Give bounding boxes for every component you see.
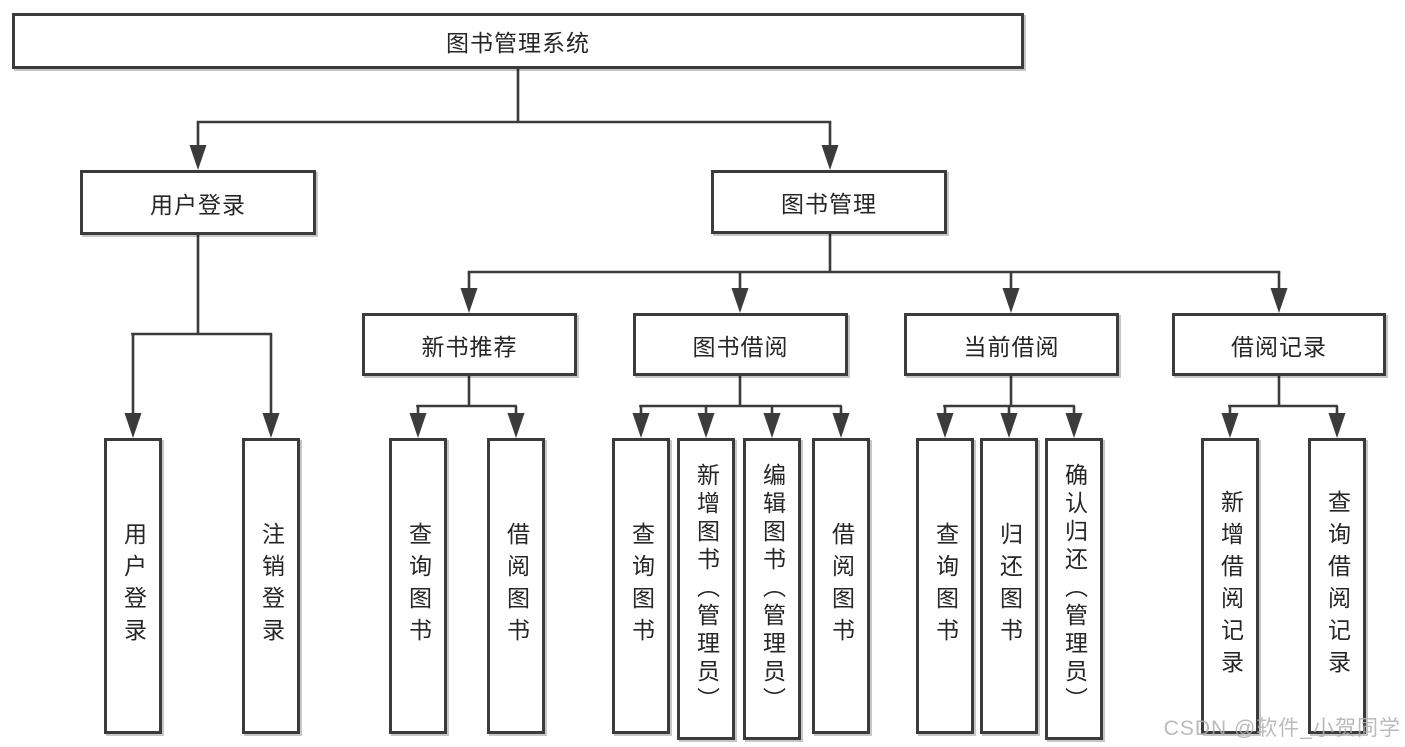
leaf-label: 借阅图书: [503, 522, 530, 650]
leaf-query-borrow-record: 查询借阅记录: [1308, 438, 1366, 734]
leaf-borrow-books-2: 借阅图书: [812, 438, 870, 734]
node-new-book-recommend: 新书推荐: [362, 313, 577, 376]
leaf-confirm-return-admin: 确认归还（管理员）: [1045, 438, 1103, 740]
leaf-user-login: 用户登录: [104, 438, 162, 734]
leaf-query-books-current: 查询图书: [916, 438, 974, 734]
node-library-system: 图书管理系统: [12, 13, 1024, 69]
node-current-borrow: 当前借阅: [904, 313, 1119, 376]
leaf-borrow-books-recommend: 借阅图书: [487, 438, 545, 734]
leaf-label: 编辑图书（管理员）: [759, 463, 786, 715]
node-borrow-records: 借阅记录: [1172, 313, 1386, 376]
node-book-borrow: 图书借阅: [633, 313, 848, 376]
leaf-add-book-admin: 新增图书（管理员）: [677, 438, 735, 740]
leaf-label: 查询借阅记录: [1324, 490, 1351, 682]
leaf-label: 用户登录: [120, 522, 147, 650]
leaf-query-books-recommend: 查询图书: [389, 438, 447, 734]
leaf-query-books-borrow: 查询图书: [612, 438, 670, 734]
leaf-label: 查询图书: [628, 522, 655, 650]
leaf-label: 新增借阅记录: [1217, 490, 1244, 682]
leaf-label: 查询图书: [932, 522, 959, 650]
leaf-label: 新增图书（管理员）: [693, 463, 720, 715]
leaf-label: 查询图书: [405, 522, 432, 650]
leaf-label: 归还图书: [996, 522, 1023, 650]
node-book-management: 图书管理: [711, 170, 947, 234]
node-label: 图书管理系统: [446, 30, 590, 56]
node-label: 用户登录: [150, 191, 246, 218]
leaf-edit-book-admin: 编辑图书（管理员）: [743, 438, 801, 740]
leaf-logout-login: 注销登录: [242, 438, 300, 734]
leaf-label: 借阅图书: [828, 522, 855, 650]
watermark: CSDN @软件_小贺同学: [1163, 717, 1401, 740]
node-label: 图书借阅: [692, 333, 789, 360]
leaf-label: 注销登录: [258, 522, 285, 650]
node-label: 借阅记录: [1231, 333, 1327, 360]
node-label: 新书推荐: [421, 333, 518, 360]
leaf-return-books: 归还图书: [980, 438, 1038, 734]
node-label: 图书管理: [781, 191, 877, 217]
node-user-login: 用户登录: [80, 170, 316, 235]
leaf-add-borrow-record: 新增借阅记录: [1201, 438, 1259, 734]
node-label: 当前借阅: [963, 333, 1060, 360]
leaf-label: 确认归还（管理员）: [1061, 463, 1088, 715]
